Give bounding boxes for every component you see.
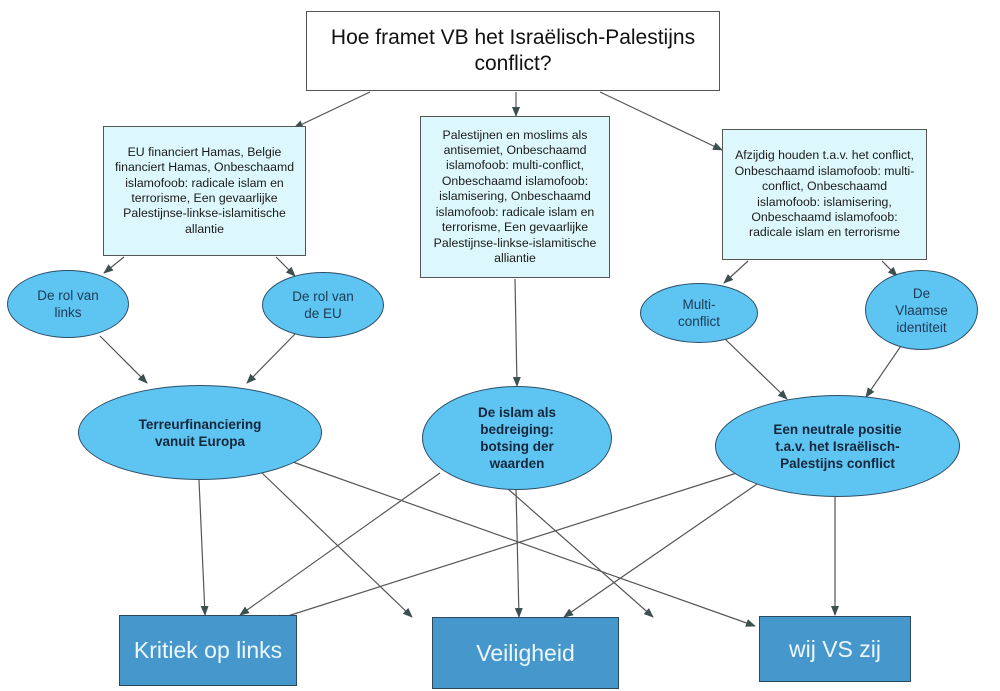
frame-islam-als-bedreiging: De islam als bedreiging: botsing der waa…: [422, 386, 612, 490]
code-box-left: EU financiert Hamas, Belgie financiert H…: [103, 126, 306, 256]
subframe-label: Multi-conflict: [677, 297, 721, 329]
edge-f2-to-t3: [489, 472, 654, 618]
theme-label: wij VS zij: [788, 635, 881, 662]
theme-label: Kritiek op links: [133, 637, 283, 663]
edge-root-to-c3: [599, 91, 723, 151]
frame-label: Terreurfinanciering vanuit Europa: [138, 416, 262, 449]
edge-f3-to-t1: [271, 471, 741, 623]
edge-c2-to-f2: [512, 278, 521, 387]
edge-s4-to-f3: [865, 342, 904, 398]
subframe-multi-conflict: Multi-conflict: [640, 283, 758, 343]
edge-c3-to-s3: [723, 260, 749, 284]
edge-root-to-c1: [293, 91, 371, 129]
subframe-vlaamse-identiteit: De Vlaamse identiteit: [865, 270, 978, 350]
code-box-left-label: EU financiert Hamas, Belgie financiert H…: [114, 144, 295, 236]
root-question-label: Hoe framet VB het Israëlisch-Palestijns …: [330, 26, 696, 75]
code-box-center-label: Palestijnen en moslims als antisemiet, O…: [433, 127, 597, 265]
frame-terreurfinanciering: Terreurfinanciering vanuit Europa: [78, 385, 322, 480]
edge-c1-to-s2: [275, 256, 296, 277]
edge-s3-to-f3: [723, 337, 788, 400]
root-question: Hoe framet VB het Israëlisch-Palestijns …: [306, 11, 720, 91]
edge-f2-to-t2: [514, 489, 523, 618]
code-box-right-label: Afzijdig houden t.a.v. het conflict, Onb…: [734, 148, 915, 240]
edge-f1-to-t3: [289, 460, 756, 627]
edge-s2-to-f1: [246, 332, 297, 384]
theme-veiligheid: Veiligheid: [432, 617, 619, 689]
edge-f3-to-t2: [563, 481, 761, 618]
edge-c1-to-s1: [103, 256, 125, 274]
edge-f2-to-t1: [239, 472, 441, 616]
theme-kritiek-op-links: Kritiek op links: [119, 615, 297, 686]
edge-f1-to-t2: [261, 472, 413, 618]
edge-s1-to-f1: [99, 335, 148, 384]
subframe-label: De Vlaamse identiteit: [895, 285, 948, 335]
theme-wij-vs-zij: wij VS zij: [759, 616, 911, 682]
edge-f1-to-t1: [198, 479, 209, 616]
frame-label: De islam als bedreiging: botsing der waa…: [477, 405, 557, 471]
theme-label: Veiligheid: [476, 639, 575, 666]
code-box-center: Palestijnen en moslims als antisemiet, O…: [420, 116, 610, 278]
frame-label: Een neutrale positie t.a.v. het Israëlis…: [773, 421, 902, 471]
subframe-de-rol-van-links: De rol van links: [7, 270, 129, 338]
frame-neutrale-positie: Een neutrale positie t.a.v. het Israëlis…: [715, 395, 960, 497]
subframe-label: De rol van links: [37, 288, 99, 320]
subframe-label: De rol van de EU: [292, 289, 354, 321]
code-box-right: Afzijdig houden t.a.v. het conflict, Onb…: [722, 129, 927, 260]
subframe-de-rol-van-de-eu: De rol van de EU: [262, 272, 384, 338]
